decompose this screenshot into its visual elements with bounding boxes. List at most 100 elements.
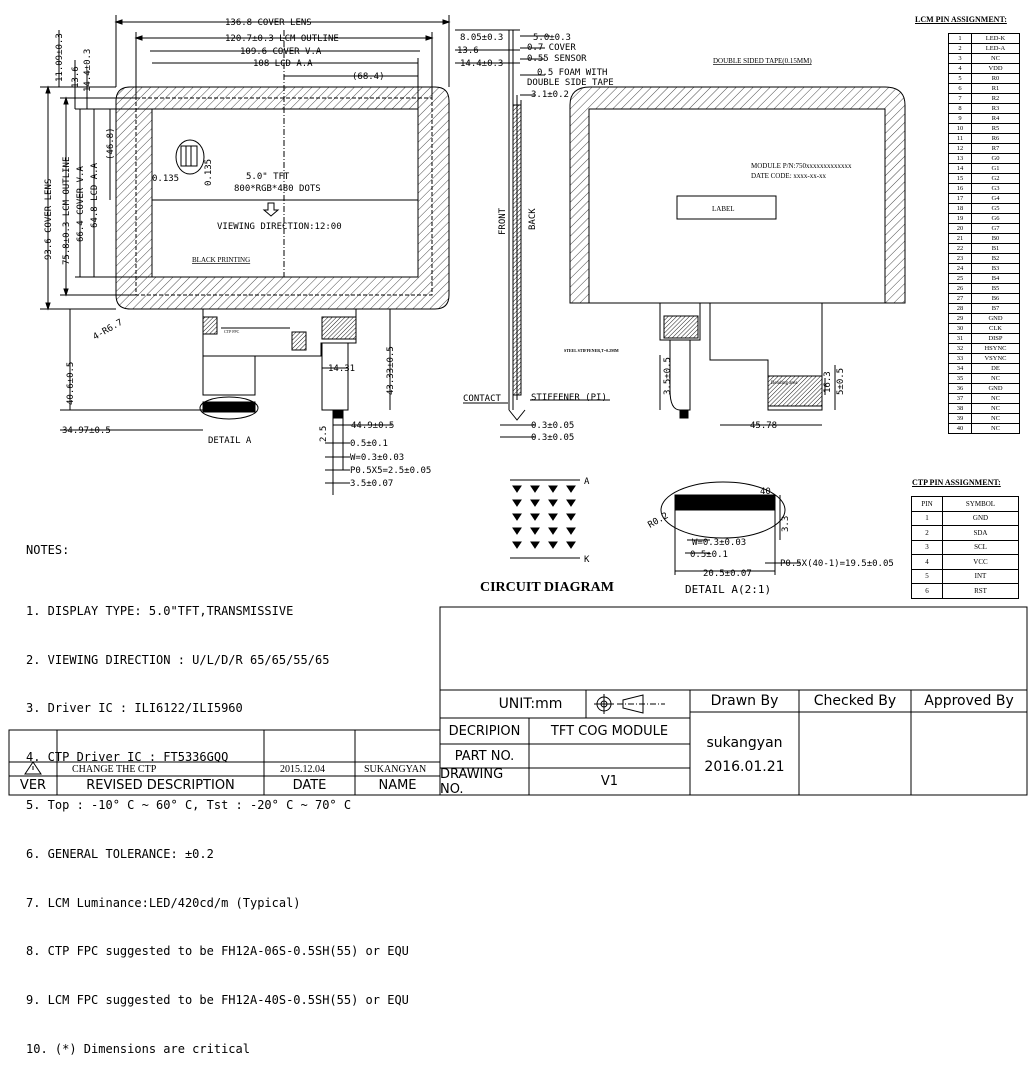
- part-no-label: PART NO.: [454, 748, 515, 764]
- drawer-name: sukangyan: [706, 735, 783, 751]
- dim-pixel-h: 0.135: [204, 159, 214, 186]
- black-printing-label: BLACK PRINTING: [192, 256, 250, 264]
- tft-label: 5.0" TFT: [246, 172, 290, 182]
- dim-11: 11.09±0.3: [55, 33, 65, 82]
- dim-14: 14.4±0.3: [83, 49, 93, 92]
- drawing-no-value: V1: [600, 774, 619, 789]
- note-item: 9. LCM FPC suggested to be FH12A-40S-0.5…: [26, 992, 409, 1007]
- detail-pitch: P0.5X(40-1)=19.5±0.05: [780, 559, 894, 569]
- ctp-pin-number: 6: [911, 583, 943, 599]
- lcm-pin-number: 8: [948, 103, 972, 114]
- approved-by-label: Approved By: [924, 693, 1014, 709]
- lcm-pin-symbol: LED-A: [971, 43, 1020, 54]
- led-column-1: [512, 485, 522, 549]
- lcm-pin-number: 21: [948, 233, 972, 244]
- contact-label: CONTACT: [463, 394, 502, 404]
- lcm-pin-symbol: G7: [971, 223, 1020, 234]
- dim-pixel-w: 0.135: [152, 174, 179, 184]
- circuit-diagram: [510, 479, 580, 559]
- dim-side-8: 8.05±0.3: [460, 33, 503, 43]
- checked-by-label: Checked By: [813, 693, 897, 709]
- dim-cover-va-width: 109.6 COVER V.A: [240, 47, 322, 57]
- lcm-pin-title: LCM PIN ASSIGNMENT:: [915, 15, 1007, 24]
- back-label: BACK: [528, 208, 538, 230]
- ctp-pin-number: 4: [911, 554, 943, 570]
- lcm-pin-symbol: B6: [971, 293, 1020, 304]
- lcm-pin-symbol: R1: [971, 83, 1020, 94]
- lcm-pin-number: 4: [948, 63, 972, 74]
- detail-pin-40: 40: [760, 487, 771, 497]
- lcm-pin-symbol: G0: [971, 153, 1020, 164]
- lcm-pin-number: 34: [948, 363, 972, 374]
- front-label: FRONT: [498, 207, 508, 235]
- lcm-pin-number: 23: [948, 253, 972, 264]
- lcm-pin-number: 28: [948, 303, 972, 314]
- note-item: 7. LCM Luminance:LED/420cd/m (Typical): [26, 895, 301, 910]
- led-column-4: [566, 485, 576, 549]
- dim-side-03b: 0.3±0.05: [531, 433, 574, 443]
- lcm-pin-number: 17: [948, 193, 972, 204]
- lcm-pin-number: 38: [948, 403, 972, 414]
- lcm-pin-number: 14: [948, 163, 972, 174]
- led-column-2: [530, 485, 540, 549]
- ctp-pin-number: 5: [911, 568, 943, 584]
- lcm-pin-number: 40: [948, 423, 972, 434]
- circuit-labels: A K CIRCUIT DIAGRAM: [480, 477, 614, 595]
- dim-back-4578: 45.78: [750, 421, 777, 431]
- pad-dim-1: 0.5±0.1: [350, 439, 388, 449]
- dim-side-136: 13.6: [457, 46, 479, 56]
- lcm-pin-symbol: G4: [971, 193, 1020, 204]
- notes-title: NOTES:: [26, 543, 70, 558]
- note-item: 4. CTP Driver IC : FT5336GQQ: [26, 749, 229, 764]
- lcm-pin-symbol: B7: [971, 303, 1020, 314]
- label-box-text: LABEL: [712, 205, 735, 213]
- dim-radius: 4-R6.7: [92, 318, 125, 343]
- dim-cover-lens-width: 136.8 COVER LENS: [225, 18, 312, 28]
- revision-name: SUKANGYAN: [364, 764, 427, 775]
- dim-fpc-25: 2.5: [319, 426, 329, 442]
- steel-stiffener-label: STEEL STIFFENER,T=0.2MM: [564, 348, 619, 353]
- dim-lcm-outline-width: 120.7±0.3 LCM OUTLINE: [225, 34, 339, 44]
- note-item: 10. (*) Dimensions are critical: [26, 1041, 250, 1056]
- ctp-pin-symbol: GND: [942, 510, 1019, 526]
- lcm-pin-symbol: B5: [971, 283, 1020, 294]
- foam-label: 0.5 FOAM WITH: [537, 68, 607, 78]
- lcm-pin-number: 15: [948, 173, 972, 184]
- note-item: 1. DISPLAY TYPE: 5.0"TFT,TRANSMISSIVE: [26, 604, 294, 619]
- lcm-pin-symbol: R2: [971, 93, 1020, 104]
- lcm-pin-symbol: R5: [971, 123, 1020, 134]
- double-sided-tape-label: DOUBLE SIDED TAPE(0.15MM): [713, 57, 812, 65]
- lcm-pin-number: 2: [948, 43, 972, 54]
- cathode-label: K: [584, 555, 590, 565]
- front-view-labels: 136.8 COVER LENS 120.7±0.3 LCM OUTLINE 1…: [44, 18, 431, 489]
- lcm-pin-symbol: LED-K: [971, 33, 1020, 44]
- dim-13: 13.6: [71, 66, 81, 88]
- dim-cover-va-height: 66.4 COVER V.A: [76, 166, 86, 242]
- lcm-pin-symbol: R6: [971, 133, 1020, 144]
- led-column-3: [548, 485, 558, 549]
- unit-label: UNIT:mm: [498, 696, 563, 712]
- lcm-pin-number: 30: [948, 323, 972, 334]
- back-view-labels: DOUBLE SIDED TAPE(0.15MM) MODULE P/N:750…: [564, 57, 852, 431]
- lcm-pin-number: 10: [948, 123, 972, 134]
- lcm-pin-symbol: VDD: [971, 63, 1020, 74]
- detail-05: 0.5±0.1: [690, 550, 728, 560]
- lcm-pin-number: 3: [948, 53, 972, 64]
